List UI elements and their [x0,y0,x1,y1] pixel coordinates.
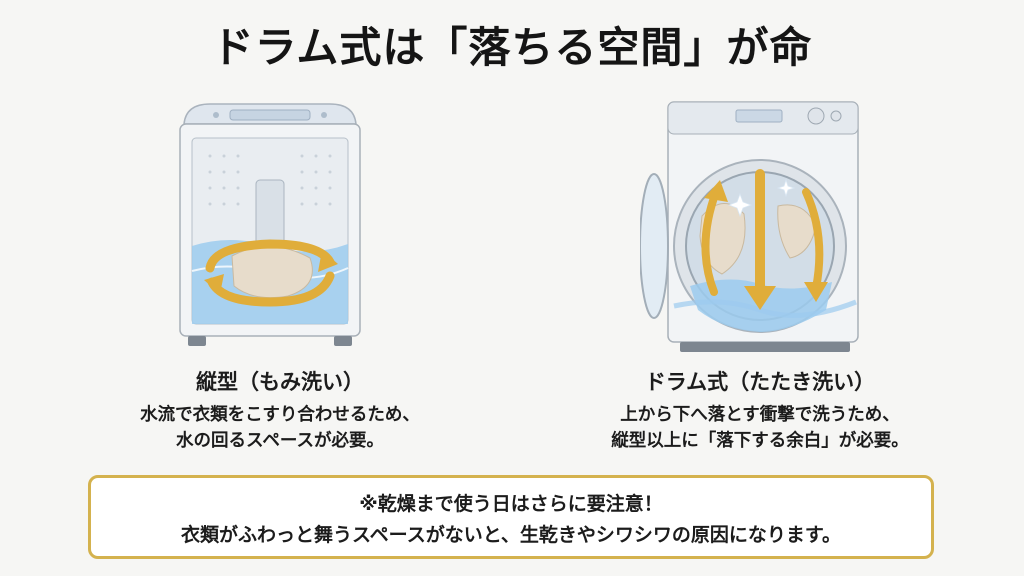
rotation-arrow-icon [204,239,338,307]
drying-notice-box: ※乾燥まで使う日はさらに要注意！ 衣類がふわっと舞うスペースがないと、生乾きやシ… [88,475,934,559]
page-title: ドラム式は「落ちる空間」が命 [211,23,813,72]
top-loader-heading: 縦型（もみ洗い） [196,370,364,394]
drum-caption: ドラム式（たたき洗い） 上から下へ落とす衝撃で洗うため、 縦型以上に「落下する余… [520,366,1000,454]
top-loader-text-line-2: 水の回るスペースが必要。 [176,431,384,451]
drum-heading: ドラム式（たたき洗い） [644,370,876,394]
notice-line-2: 衣類がふわっと舞うスペースがないと、生乾きやシワシワの原因になります。 [180,524,842,546]
top-loader-text-line-1: 水流で衣類をこすり合わせるため、 [140,405,420,425]
drum-text-line-1: 上から下へ落とす衝撃で洗うため、 [620,405,900,425]
notice-line-1: ※乾燥まで使う日はさらに要注意！ [359,493,663,515]
fall-arrow-icon [701,169,828,310]
top-loader-washer-illustration [179,103,361,346]
top-loader-caption: 縦型（もみ洗い） 水流で衣類をこすり合わせるため、 水の回るスペースが必要。 [60,366,500,454]
drum-text-line-2: 縦型以上に「落下する余白」が必要。 [611,431,909,451]
sparkle-icon [727,178,796,218]
drum-washer-illustration [640,101,859,352]
